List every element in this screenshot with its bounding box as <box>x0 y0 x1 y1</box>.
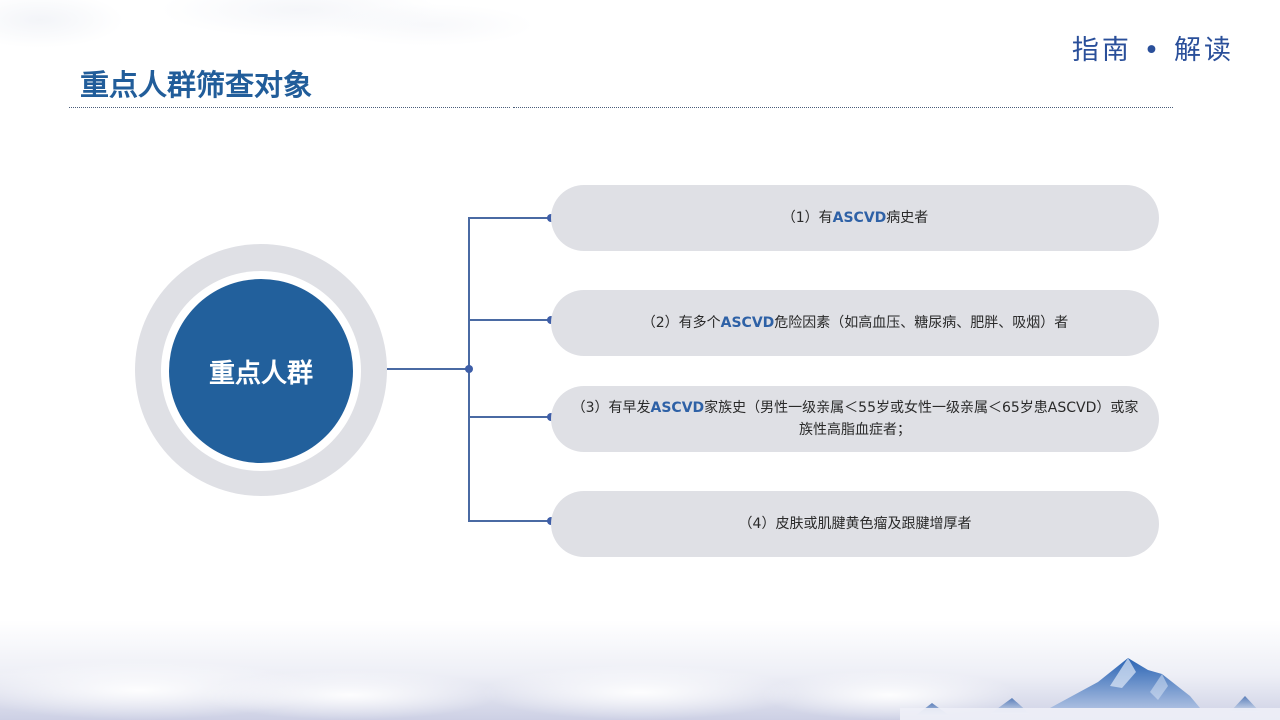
hub-center-node: 重点人群 <box>169 279 353 463</box>
mountain-icon <box>900 658 1280 720</box>
cloud-puff <box>200 670 500 720</box>
ascvd-highlight: ASCVD <box>650 400 705 416</box>
brand-label: 指南 • 解读 <box>1071 35 1234 66</box>
title-divider <box>69 107 510 108</box>
page-title: 重点人群筛查对象 <box>80 68 313 102</box>
criteria-item-2: （2）有多个ASCVD危险因素（如高血压、糖尿病、肥胖、吸烟）者 <box>551 290 1159 356</box>
connector-branch-4 <box>468 520 551 522</box>
criteria-text: （3）有早发ASCVD家族史（男性一级亲属＜55岁或女性一级亲属＜65岁患ASC… <box>571 400 1139 438</box>
connector-hub <box>387 368 469 370</box>
top-cloud-haze <box>0 0 1280 70</box>
criteria-text: （1）有ASCVD病史者 <box>781 210 929 226</box>
criteria-item-3: （3）有早发ASCVD家族史（男性一级亲属＜55岁或女性一级亲属＜65岁患ASC… <box>551 386 1159 452</box>
criteria-text: （4）皮肤或肌腱黄色瘤及跟腱增厚者 <box>738 516 972 532</box>
hub-label: 重点人群 <box>208 358 313 389</box>
ascvd-highlight: ASCVD <box>832 210 887 226</box>
title-divider <box>513 107 1173 108</box>
ascvd-highlight: ASCVD <box>720 315 775 331</box>
criteria-item-4: （4）皮肤或肌腱黄色瘤及跟腱增厚者 <box>551 491 1159 557</box>
connector-branch-2 <box>468 319 551 321</box>
junction-dot <box>465 365 473 373</box>
connector-branch-1 <box>468 217 551 219</box>
criteria-text: （2）有多个ASCVD危险因素（如高血压、糖尿病、肥胖、吸烟）者 <box>641 315 1069 331</box>
connector-branch-3 <box>468 416 551 418</box>
criteria-item-1: （1）有ASCVD病史者 <box>551 185 1159 251</box>
cloud-puff <box>480 665 800 720</box>
